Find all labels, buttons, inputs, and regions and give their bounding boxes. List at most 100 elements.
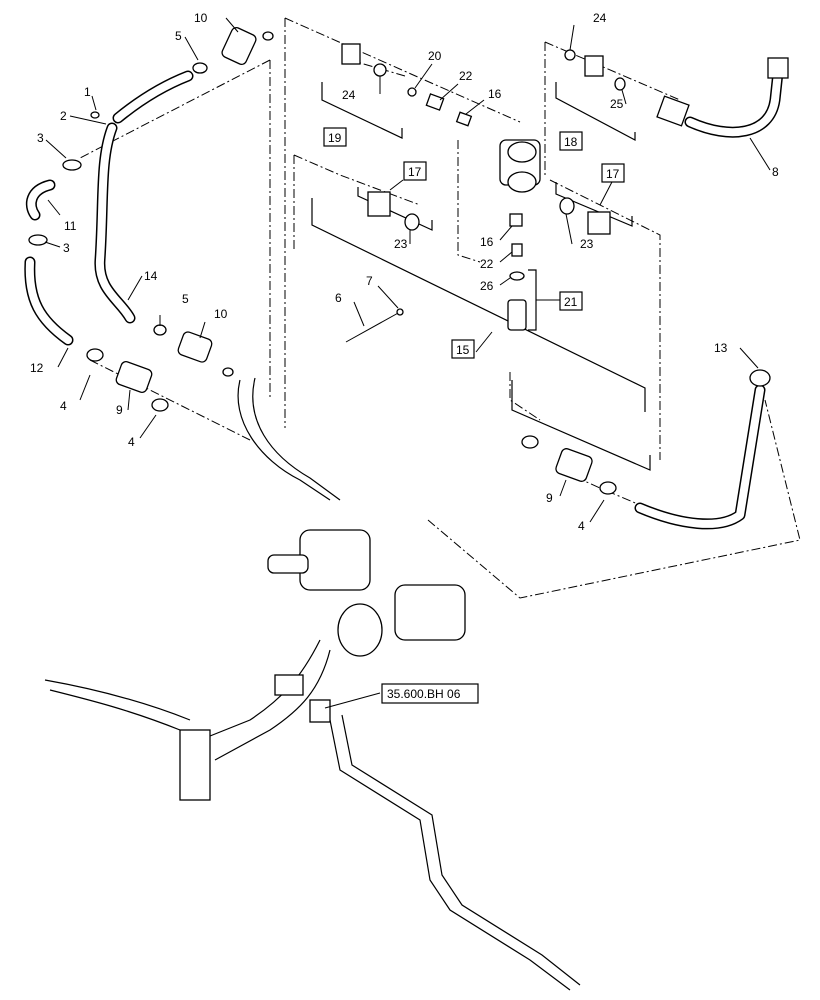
- hose-8-end: [656, 95, 690, 127]
- sleeve-10-bottom: [177, 331, 213, 363]
- valve-port-bottom: [507, 171, 537, 193]
- hose-top: [112, 70, 194, 124]
- callout-12: 12: [30, 361, 44, 375]
- sleeve-10-top: [221, 26, 257, 66]
- clamp-4-a: [86, 348, 104, 362]
- pump-shaft: [267, 554, 309, 574]
- callout-5-top: 5: [175, 29, 182, 43]
- valve-port-top: [507, 141, 537, 163]
- sleeve-9-left: [115, 361, 153, 393]
- callout-1: 1: [84, 85, 91, 99]
- leader-lines: [44, 17, 771, 709]
- boxed-callouts: 15 17 17 18 19 21: [323, 127, 625, 359]
- pump-body-left: [299, 529, 371, 591]
- boxed-callout-15: 15: [456, 343, 470, 357]
- clamp-3-bottom: [28, 234, 48, 246]
- part-1: [90, 111, 100, 119]
- plug-21: [507, 299, 527, 331]
- hose-13-end: [749, 369, 771, 387]
- callout-23-right: 23: [580, 237, 594, 251]
- fitting-17a: [367, 191, 391, 217]
- valve-small: [309, 699, 331, 723]
- hose-8-fitting: [767, 57, 789, 79]
- callout-10-bottom: 10: [214, 307, 228, 321]
- clamp-3-top: [62, 159, 82, 171]
- pin-7: [396, 308, 404, 316]
- tee-block: [274, 674, 304, 696]
- spring-22a: [425, 93, 445, 111]
- clamps: [28, 31, 617, 495]
- callout-22-top: 22: [459, 69, 473, 83]
- o-ring-23b: [559, 197, 575, 215]
- pin-6: [345, 311, 401, 343]
- o-ring-25: [614, 77, 626, 91]
- reference-box: 35.600.BH 06: [381, 683, 479, 704]
- poppet-16a: [455, 111, 473, 127]
- hose-13: [634, 369, 771, 530]
- o-ring-24a: [373, 63, 387, 77]
- clamp-5-lower: [222, 367, 234, 377]
- clamp-top-right: [262, 31, 274, 41]
- callout-8: 8: [772, 165, 779, 179]
- callout-25: 25: [610, 97, 624, 111]
- boxed-callout-17-left: 17: [408, 165, 422, 179]
- o-ring-24b: [564, 49, 576, 61]
- o-ring-23a: [404, 213, 420, 231]
- fittings: [341, 43, 626, 343]
- callout-24-left: 24: [342, 88, 356, 102]
- ring-26: [509, 271, 525, 281]
- callout-7: 7: [366, 274, 373, 288]
- boxed-callout-19: 19: [328, 131, 342, 145]
- callout-labels: 1 2 3 3 4 4 4 5 5 6 7 8 9 9 10 10 11 12 …: [30, 11, 779, 533]
- boxed-callout-18: 18: [564, 135, 578, 149]
- callout-24-right: 24: [593, 11, 607, 25]
- clamp-5-bottom: [153, 324, 167, 336]
- callout-22-mid: 22: [480, 257, 494, 271]
- callout-11: 11: [64, 219, 77, 233]
- hose-12: [24, 256, 74, 346]
- clamp-4-c: [521, 435, 539, 449]
- callout-13: 13: [714, 341, 728, 355]
- pump-assembly: [44, 377, 581, 991]
- callout-5-bottom: 5: [182, 292, 189, 306]
- hose-8: [656, 57, 789, 138]
- fitting-top-right: [584, 55, 604, 77]
- callout-23-left: 23: [394, 237, 408, 251]
- bracket-plate: [179, 729, 211, 801]
- hose-11: [25, 179, 56, 221]
- callout-3-top: 3: [37, 131, 44, 145]
- callout-26: 26: [480, 279, 494, 293]
- callout-10-top: 10: [194, 11, 208, 25]
- callout-16-top: 16: [488, 87, 502, 101]
- pump-flange: [337, 603, 383, 657]
- callout-3-bottom: 3: [63, 241, 70, 255]
- spring-22b: [511, 243, 523, 257]
- hose-14: [94, 122, 136, 324]
- callout-4-right: 4: [578, 519, 585, 533]
- sleeve-9-right: [555, 448, 593, 482]
- reference-label: 35.600.BH 06: [387, 687, 461, 701]
- fitting-17b: [587, 211, 611, 235]
- callout-20: 20: [428, 49, 442, 63]
- boxed-callout-21: 21: [564, 295, 578, 309]
- brackets: [311, 82, 651, 471]
- assembly-lines: [79, 17, 801, 599]
- poppet-16b: [509, 213, 523, 227]
- fitting-top-left: [341, 43, 361, 65]
- clamp-5-top: [192, 62, 208, 74]
- callout-2: 2: [60, 109, 67, 123]
- callout-14: 14: [144, 269, 158, 283]
- callout-16-mid: 16: [480, 235, 494, 249]
- boxed-callout-17-right: 17: [606, 167, 620, 181]
- callout-9-right: 9: [546, 491, 553, 505]
- callout-4-left: 4: [60, 399, 67, 413]
- pump-body-right: [394, 584, 466, 641]
- clamp-4-b: [151, 398, 169, 412]
- callout-9-left: 9: [116, 403, 123, 417]
- callout-6: 6: [335, 291, 342, 305]
- ring-20: [407, 87, 417, 97]
- callout-4-mid: 4: [128, 435, 135, 449]
- clamp-4-d: [599, 481, 617, 495]
- sleeves: [115, 26, 593, 482]
